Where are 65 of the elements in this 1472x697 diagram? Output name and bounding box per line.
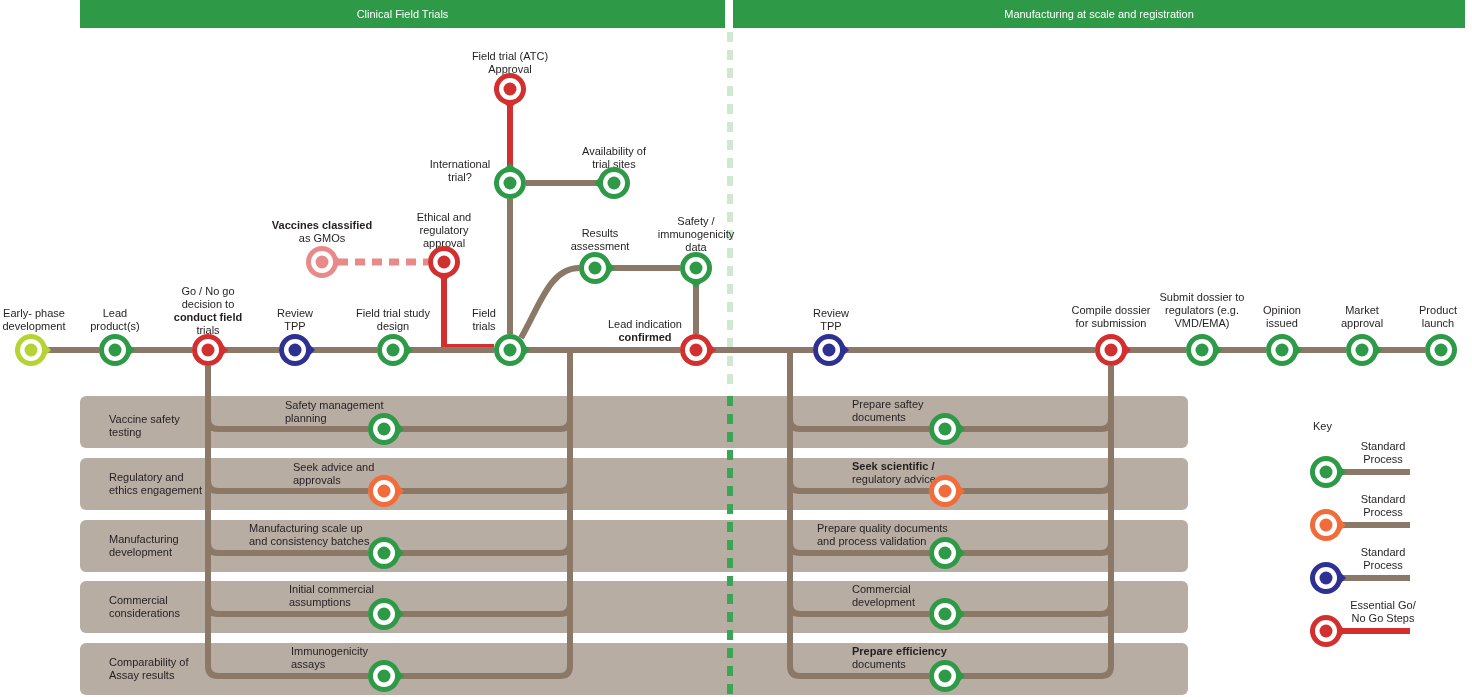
- station-label: Opinion issued: [1262, 304, 1302, 330]
- band: [80, 396, 1188, 448]
- connector-line: [845, 347, 1095, 353]
- connector-line: [47, 347, 99, 353]
- station-label: Initial commercial assumptions: [289, 583, 375, 609]
- connector-line: [409, 347, 494, 353]
- station-label: Manufacturing scale up and consistency batches: [249, 522, 371, 548]
- station-label: Prepare efficiency documents: [852, 645, 948, 671]
- connector-line: [131, 347, 192, 353]
- band-label: Commercial considerations: [109, 594, 181, 620]
- station-label: Compile dossier for submission: [1070, 304, 1152, 330]
- band-label: Regulatory and ethics engagement: [109, 471, 203, 497]
- connector-line: [1218, 347, 1266, 353]
- station-label: Seek advice and approvals: [293, 461, 376, 487]
- station-label: Submit dossier to regulators (e.g. VMD/EMA): [1158, 291, 1246, 330]
- station-label: Availability of trial sites: [581, 145, 647, 171]
- station-label: Go / No go decision to conduct field trials: [172, 285, 244, 337]
- connector-line: [1127, 347, 1186, 353]
- legend-text: Standard Process: [1359, 546, 1407, 572]
- station-label: Market approval: [1339, 304, 1385, 330]
- station-label: Product launch: [1418, 304, 1458, 330]
- header-bar: Manufacturing at scale and registration: [733, 0, 1465, 28]
- connector-line: [518, 265, 580, 340]
- station-label: Prepare quality documents and process validation: [817, 522, 949, 548]
- connector-line: [441, 278, 494, 350]
- station-label: Field trial (ATC) Approval: [470, 50, 550, 76]
- header-bar: Clinical Field Trials: [80, 0, 725, 28]
- station-label: Early- phase development: [1, 307, 67, 333]
- connector-line: [507, 105, 513, 167]
- station-label: Field trial study design: [356, 307, 430, 333]
- station-label: Lead indication confirmed: [607, 318, 683, 344]
- connector-line: [611, 265, 680, 271]
- station-label: Safety management planning: [285, 399, 385, 425]
- band-label: Manufacturing development: [109, 533, 180, 559]
- legend-text: Standard Process: [1359, 440, 1407, 466]
- station-label: Seek scientific / regulatory advice: [852, 460, 937, 486]
- station-label: Lead product(s): [89, 307, 141, 333]
- connector-line: [1298, 347, 1346, 353]
- band-label: Comparability of Assay results: [109, 656, 190, 682]
- connector-line: [311, 347, 377, 353]
- legend-title: Key: [1313, 420, 1332, 433]
- station-label: Field trials: [471, 307, 497, 333]
- station-label: Commercial development: [852, 583, 916, 609]
- band: [80, 520, 1188, 572]
- station-label: Review TPP: [811, 307, 851, 333]
- band-label: Vaccine safety testing: [109, 413, 181, 439]
- band: [80, 458, 1188, 510]
- station-label: Safety / immunogenicity data: [656, 215, 736, 254]
- station-label: Review TPP: [275, 307, 315, 333]
- legend-text: Standard Process: [1359, 493, 1407, 519]
- station-label: Immunogenicity assays: [291, 645, 370, 671]
- legend-text: Essential Go/ No Go Steps: [1349, 599, 1417, 625]
- connector-line: [1378, 347, 1425, 353]
- connector-line: [526, 180, 598, 186]
- station-label: Results assessment: [569, 227, 631, 253]
- dashed-connector: [338, 258, 428, 266]
- band: [80, 581, 1188, 633]
- connector-line: [693, 284, 699, 334]
- band: [80, 643, 1188, 695]
- station-label: Prepare saftey documents: [852, 398, 925, 424]
- connector-line: [224, 347, 279, 353]
- station-label: Ethical and regulatory approval: [415, 211, 473, 250]
- station-label: Vaccines classified as GMOs: [270, 219, 374, 245]
- connector-line: [507, 199, 513, 334]
- station-label: International trial?: [428, 158, 492, 184]
